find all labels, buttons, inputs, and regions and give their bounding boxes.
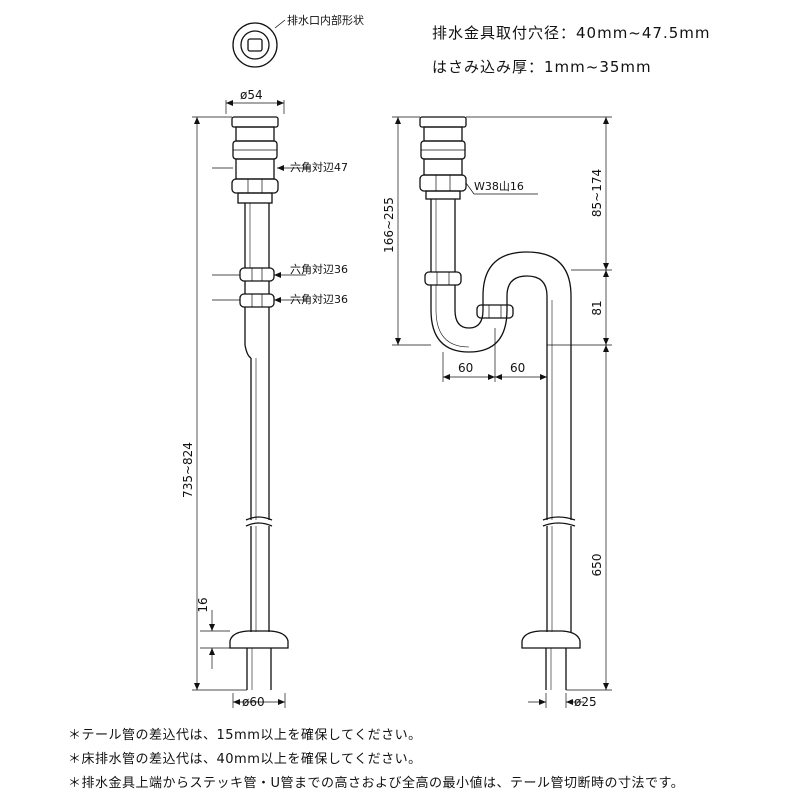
flange-dim-label: 16 (196, 597, 210, 612)
mount-hole-spec: 排水金具取付穴径：40mm~47.5mm (432, 24, 711, 42)
left-labels: 排水口内部形状 ø54 六角対辺47 六角対辺36 六角対辺36 735~824… (181, 13, 364, 709)
note-floor-pipe: ＊床排水管の差込代は、40mm以上を確保してください。 (68, 752, 422, 767)
right-dimensions (392, 116, 612, 708)
pipe-length-label: 650 (590, 554, 604, 577)
offset-right-label: 60 (510, 361, 525, 375)
offset-left-label: 60 (458, 361, 473, 375)
clamp-thickness-spec: はさみ込み厚：1mm~35mm (432, 58, 652, 76)
left-straight-drain (229, 19, 289, 690)
left-height-label: 735~824 (181, 442, 195, 498)
right-labels: W38山16 166~255 85~174 81 60 60 650 ø25 (382, 169, 604, 709)
right-bottom-diameter-label: ø25 (574, 695, 597, 709)
drain-inner-shape-label: 排水口内部形状 (287, 13, 364, 27)
right-top-range-label: 85~174 (590, 169, 604, 217)
s-trap-drain (419, 116, 581, 690)
hex47-label: 六角対辺47 (290, 160, 348, 174)
top-diameter-label: ø54 (240, 88, 263, 102)
hex36-label-b: 六角対辺36 (290, 292, 348, 306)
note-tail-pipe: ＊テール管の差込代は、15mm以上を確保してください。 (68, 728, 422, 743)
note-minimum-height: ＊排水金具上端からステッキ管・U管までの高さおよび全高の最小値は、テール管切断時… (68, 776, 685, 791)
right-upper-height-label: 166~255 (382, 197, 396, 253)
drain-inner-shape-icon (232, 22, 278, 68)
thread-label: W38山16 (474, 180, 524, 193)
trap-depth-label: 81 (590, 300, 604, 315)
hex36-label-a: 六角対辺36 (290, 262, 348, 276)
left-dimensions (192, 100, 310, 708)
bottom-diameter-label: ø60 (242, 695, 265, 709)
